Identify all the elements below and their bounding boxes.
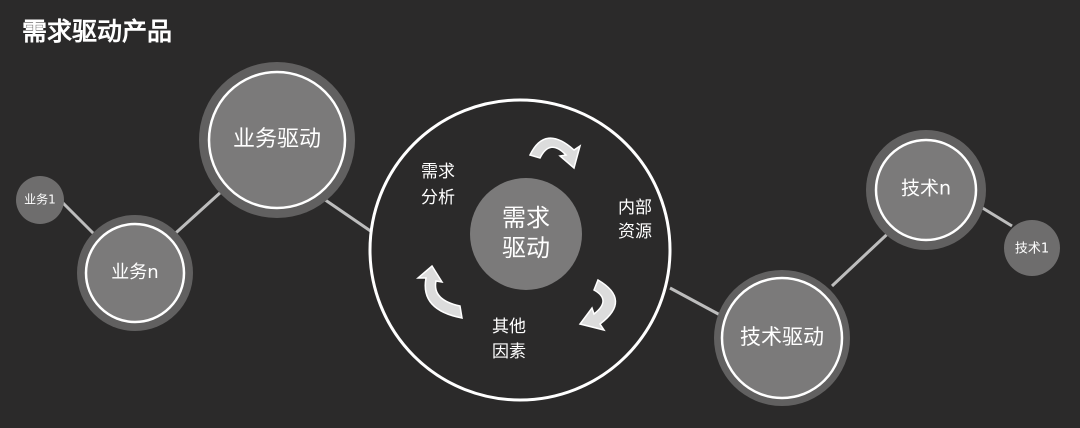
outer-ring <box>368 98 672 402</box>
center-label-line1: 需求 <box>502 204 550 232</box>
cycle-arrow-left-icon <box>415 264 463 319</box>
factor-analysis-line2: 分析 <box>421 188 455 208</box>
cycle-arrow-top-icon <box>528 137 582 170</box>
factor-analysis-line1: 需求 <box>421 162 455 182</box>
business-main-label: 业务驱动 <box>233 127 321 152</box>
tech-n-node: 技术n <box>866 130 986 250</box>
connector-business1-businessn <box>56 196 100 240</box>
factor-other-line2: 因素 <box>492 342 526 362</box>
page-title: 需求驱动产品 <box>22 17 173 46</box>
connector-center-tech-main <box>669 286 723 318</box>
business-main-node: 业务驱动 <box>199 62 355 218</box>
tech-1-label: 技术1 <box>1015 242 1049 257</box>
business-n-node: 业务n <box>77 215 193 331</box>
tech-n-label: 技术n <box>901 178 951 200</box>
tech-main-node: 技术驱动 <box>714 270 850 406</box>
business-1-node: 业务1 <box>16 176 64 224</box>
cycle-arrow-right-icon <box>578 278 617 332</box>
center-node <box>470 178 582 290</box>
connector-business-main-center <box>317 193 373 234</box>
factor-other-line1: 其他 <box>492 317 526 337</box>
factor-resources-line2: 资源 <box>618 222 652 242</box>
tech-main-label: 技术驱动 <box>740 325 824 349</box>
business-1-label: 业务1 <box>24 192 56 207</box>
tech-1-node: 技术1 <box>1004 220 1060 276</box>
factor-resources-line1: 内部 <box>618 198 652 218</box>
center-label-line2: 驱动 <box>502 234 550 262</box>
business-n-label: 业务n <box>111 262 158 283</box>
